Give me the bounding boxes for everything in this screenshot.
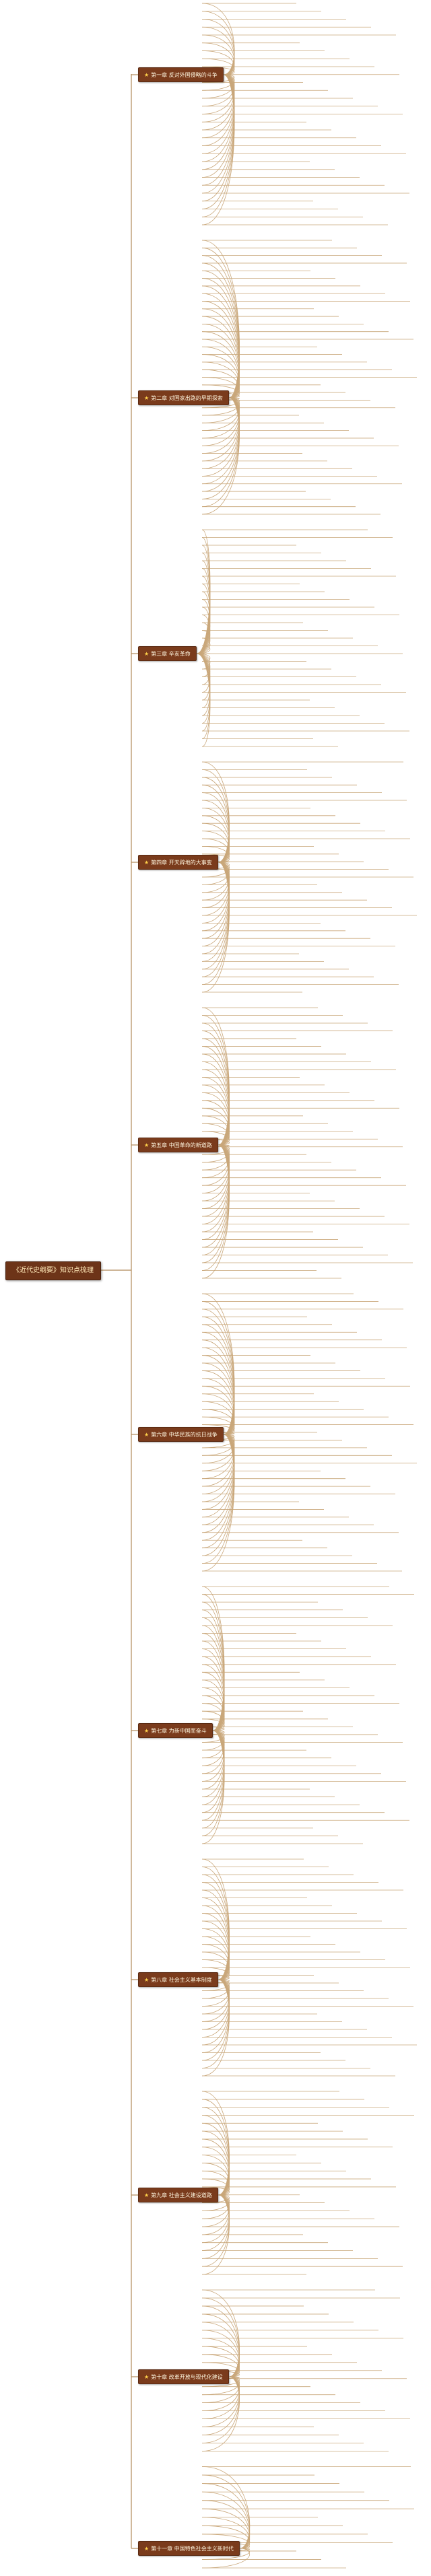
branch-label: 第七章 为新中国而奋斗 — [151, 1728, 207, 1734]
branch-label: 第六章 中华民族的抗日战争 — [151, 1432, 218, 1438]
branch-label: 第四章 开天辟地的大事变 — [151, 860, 212, 866]
leaf-connector — [202, 1434, 234, 1556]
branch-node-9[interactable]: ★第九章 社会主义建设道路 — [138, 2188, 218, 2202]
branch-label: 第八章 社会主义基本制度 — [151, 1977, 212, 1983]
leaf-connector — [202, 309, 239, 398]
star-icon: ★ — [144, 2192, 149, 2198]
branch-node-10[interactable]: ★第十章 改革开放与现代化建设 — [138, 2369, 229, 2384]
star-icon: ★ — [144, 1432, 149, 1438]
branch-node-2[interactable]: ★第二章 对国家出路的早期探索 — [138, 390, 229, 405]
leaf-connector — [202, 2467, 250, 2549]
leaf-connector — [202, 2298, 239, 2377]
leaf-connector — [202, 3, 234, 75]
star-icon: ★ — [144, 2374, 149, 2380]
leaf-connector — [202, 1980, 229, 2045]
leaf-connector — [202, 2195, 229, 2266]
leaf-connector — [202, 1379, 234, 1434]
branch-node-7[interactable]: ★第七章 为新中国而奋斗 — [138, 1723, 213, 1738]
leaf-connector — [202, 1031, 229, 1145]
branch-label: 第三章 辛亥革命 — [151, 651, 191, 657]
leaf-connector — [202, 75, 234, 162]
leaf-connector — [202, 1731, 224, 1844]
star-icon: ★ — [144, 1728, 149, 1734]
leaf-connector — [202, 256, 239, 398]
leaf-connector — [202, 2314, 239, 2377]
branch-label: 第一章 反对外国侵略的斗争 — [151, 72, 218, 78]
leaf-connector — [202, 1859, 229, 1980]
branch-node-8[interactable]: ★第八章 社会主义基本制度 — [138, 1972, 218, 1987]
leaf-connector — [202, 1294, 234, 1434]
leaf-connector — [202, 1595, 224, 1731]
branch-node-5[interactable]: ★第五章 中国革命的新道路 — [138, 1138, 218, 1152]
branch-label: 第五章 中国革命的新道路 — [151, 1142, 212, 1148]
branch-label: 第二章 对国家出路的早期探索 — [151, 395, 223, 401]
leaf-connector — [202, 1309, 234, 1434]
leaf-connector — [202, 2377, 239, 2451]
star-icon: ★ — [144, 2546, 149, 2552]
leaf-connector — [202, 1434, 234, 1494]
branch-label: 第九章 社会主义建设道路 — [151, 2192, 212, 2198]
star-icon: ★ — [144, 1142, 149, 1148]
leaf-connector — [202, 1023, 229, 1145]
branch-node-6[interactable]: ★第六章 中华民族的抗日战争 — [138, 1427, 224, 1442]
star-icon: ★ — [144, 395, 149, 401]
star-icon: ★ — [144, 860, 149, 866]
star-icon: ★ — [144, 1977, 149, 1983]
leaf-connector — [202, 2123, 229, 2195]
star-icon: ★ — [144, 651, 149, 657]
leaf-connector — [202, 75, 234, 146]
leaf-connector — [202, 1914, 229, 1980]
root-topic[interactable]: 《近代史纲要》知识点梳理 — [5, 1261, 101, 1280]
leaf-connector — [202, 1980, 229, 2038]
branch-node-3[interactable]: ★第三章 辛亥革命 — [138, 646, 197, 661]
leaf-connector — [202, 1145, 229, 1255]
leaf-connector — [202, 862, 229, 977]
branch-node-11[interactable]: ★第十一章 中国特色社会主义新时代 — [138, 2541, 240, 2556]
leaf-connector — [202, 1348, 234, 1434]
branch-label: 第十一章 中国特色社会主义新时代 — [151, 2546, 234, 2552]
leaf-connector — [202, 862, 229, 992]
leaf-connector — [202, 279, 239, 398]
branch-node-1[interactable]: ★第一章 反对外国侵略的斗争 — [138, 67, 224, 82]
branch-node-4[interactable]: ★第四章 开天辟地的大事变 — [138, 855, 218, 870]
leaf-connector — [202, 398, 239, 484]
leaf-connector — [202, 793, 229, 862]
branch-label: 第十章 改革开放与现代化建设 — [151, 2374, 223, 2380]
star-icon: ★ — [144, 72, 149, 78]
leaf-connector — [202, 1867, 229, 1980]
leaf-connector — [202, 2475, 250, 2548]
leaf-connector — [202, 1363, 234, 1434]
